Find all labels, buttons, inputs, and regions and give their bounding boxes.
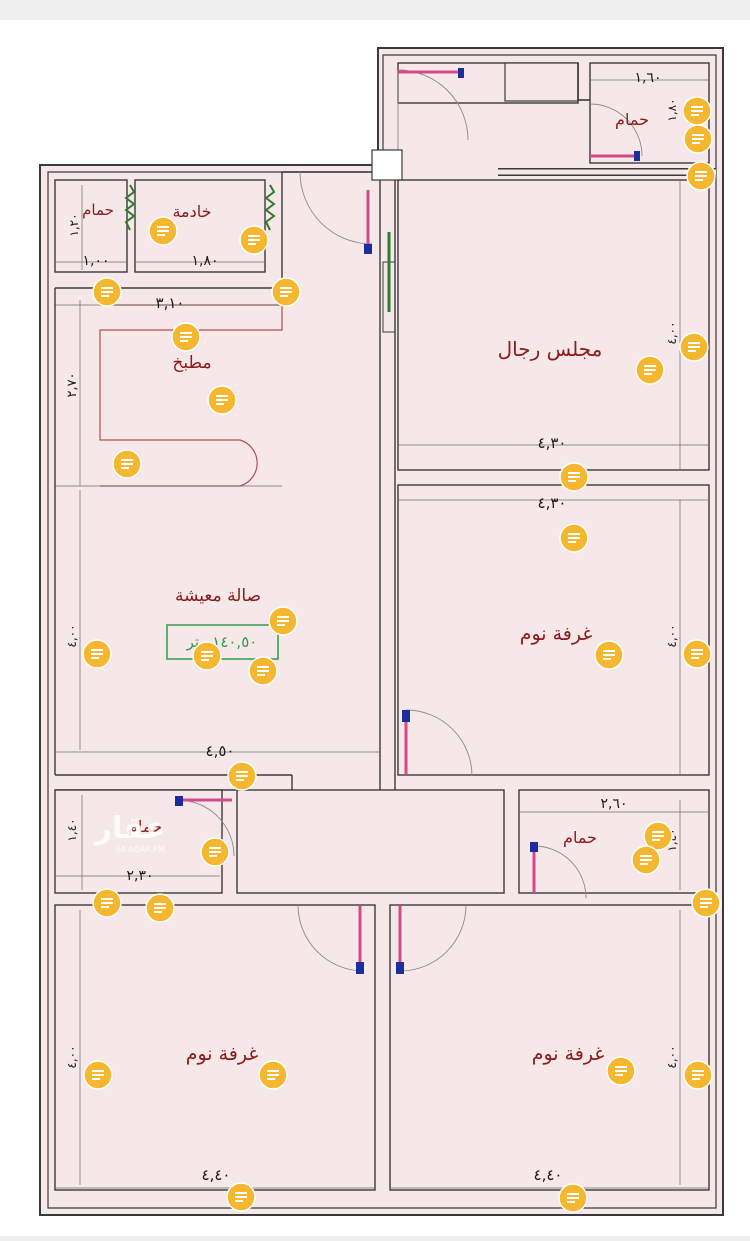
room-label-bath-maid: حمام [82,201,114,219]
comment-pin-icon[interactable] [691,888,721,918]
comment-pin-icon[interactable] [686,161,716,191]
comment-pin-icon[interactable] [200,837,230,867]
comment-pin-icon[interactable] [207,385,237,415]
comment-pin-icon[interactable] [171,322,201,352]
comment-pin-icon[interactable] [643,821,673,851]
comment-pin-icon[interactable] [145,893,175,923]
comment-pin-icon[interactable] [559,523,589,553]
watermark-code: SA.AQAR.FM [115,845,165,854]
comment-pin-icon[interactable] [248,656,278,686]
dim-majlis-width: ٤,٣٠ [538,434,567,452]
comment-pin-icon[interactable] [258,1060,288,1090]
watermark-brand: عقار [93,811,166,846]
dim-bath-maid-height: ١,٢٠ [67,213,81,236]
comment-pin-icon[interactable] [83,1060,113,1090]
comment-pin-icon[interactable] [682,639,712,669]
dim-bedroom-bl-height: ٤,٠٠ [65,1045,79,1068]
comment-pin-icon[interactable] [559,462,589,492]
dim-bath-top-right-height: ١,٨٠ [665,98,679,121]
comment-pin-icon[interactable] [606,1056,636,1086]
comment-pin-icon[interactable] [192,641,222,671]
comment-pin-icon[interactable] [112,449,142,479]
comment-pins [82,96,721,1213]
comment-pin-icon[interactable] [82,639,112,669]
comment-pin-icon[interactable] [631,845,661,875]
comment-pin-icon[interactable] [683,1060,713,1090]
dim-bath-right-width: ٢,٦٠ [600,796,627,812]
comment-pin-icon[interactable] [271,277,301,307]
comment-pin-icon[interactable] [635,355,665,385]
top-bar [0,0,750,20]
comment-pin-icon[interactable] [679,332,709,362]
room-label-bedroom-right: غرفة نوم [520,623,593,645]
dim-living-height: ٤,٠٠ [65,624,79,647]
dim-living-width: ٤,٥٠ [206,742,235,760]
room-label-kitchen: مطبخ [172,353,211,373]
dim-bedroom-br-height: ٤,٠٠ [665,1045,679,1068]
comment-pin-icon[interactable] [92,888,122,918]
comment-pin-icon[interactable] [227,761,257,791]
dim-bath-left-width: ٢,٣٠ [126,868,153,884]
room-label-bath-right: حمام [563,828,597,847]
dim-kitchen-width: ٣,١٠ [156,294,185,312]
room-label-living: صالة معيشة [175,586,261,606]
dim-bedroom-right-height: ٤,٠٠ [665,624,679,647]
comment-pin-icon[interactable] [148,216,178,246]
bottom-bar [0,1236,750,1241]
dim-bedroom-right-width: ٤,٣٠ [538,494,567,512]
room-label-maid: خادمة [172,202,211,221]
room-label-bath-top-right: حمام [615,110,649,129]
dim-bath-maid-width: ١,٠٠ [82,253,109,269]
comment-pin-icon[interactable] [239,225,269,255]
comment-pin-icon[interactable] [594,640,624,670]
dim-majlis-height: ٤,٠٠ [665,321,679,344]
dim-bath-top-right-width: ١,٦٠ [634,70,661,86]
dim-bedroom-br-width: ٤,٤٠ [534,1166,563,1184]
comment-pin-icon[interactable] [558,1183,588,1213]
room-label-bedroom-bottom-right: غرفة نوم [532,1043,605,1065]
dim-bath-left-height: ١,٤٠ [65,818,79,841]
comment-pin-icon[interactable] [682,96,712,126]
room-label-bedroom-bottom-left: غرفة نوم [186,1043,259,1065]
room-label-bath-left: حمام [128,817,162,836]
dim-maid-width: ١,٨٠ [191,253,218,269]
comment-pin-icon[interactable] [683,124,713,154]
dim-bedroom-bl-width: ٤,٤٠ [202,1166,231,1184]
comment-pin-icon[interactable] [92,277,122,307]
comment-pin-icon[interactable] [268,606,298,636]
room-label-majlis: مجلس رجال [498,337,603,361]
comment-pin-icon[interactable] [226,1182,256,1212]
dim-kitchen-height: ٢,٧٠ [65,372,80,397]
